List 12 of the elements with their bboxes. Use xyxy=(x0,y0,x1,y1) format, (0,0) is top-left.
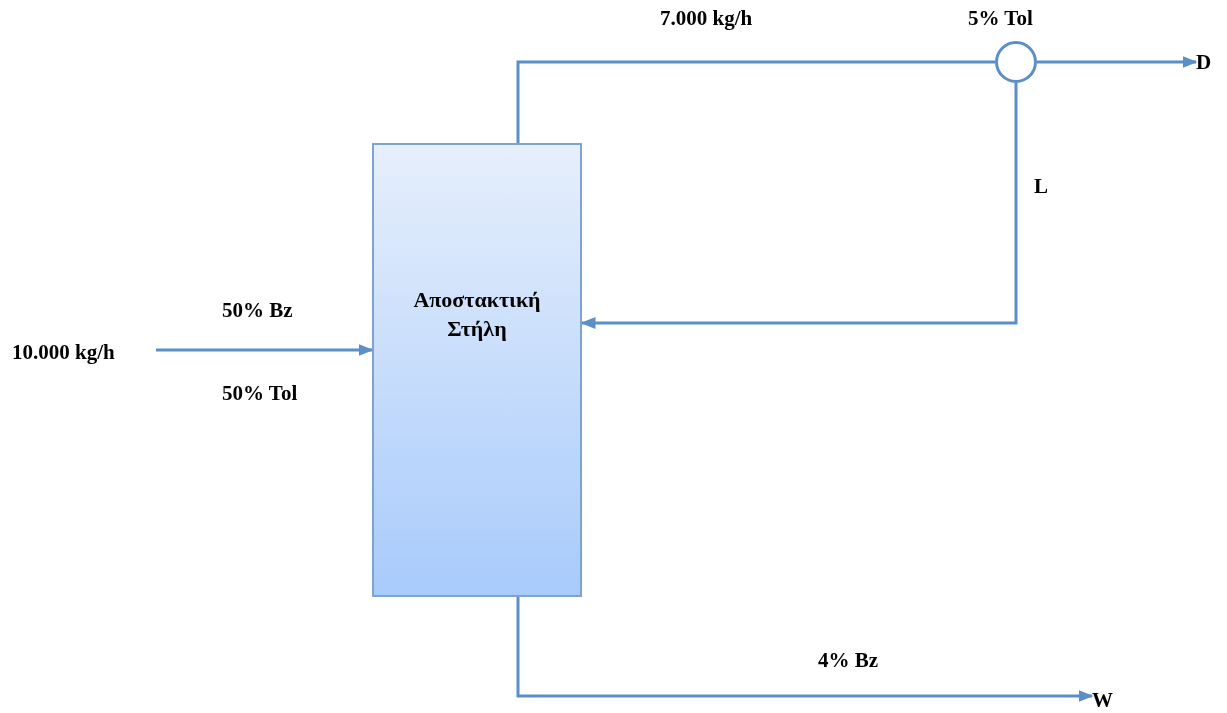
stream-label: D xyxy=(1196,50,1222,78)
flow-arrow xyxy=(156,344,374,356)
column-label: Αποστακτική Στήλη xyxy=(412,286,542,343)
splitter-circle xyxy=(995,41,1037,83)
composition-label: 50% Bz xyxy=(222,298,293,323)
stream-label: W xyxy=(1092,688,1122,713)
stream-label: 10.000 kg/h xyxy=(12,340,156,368)
flow-arrow xyxy=(1037,56,1198,68)
composition-label: 5% Tol xyxy=(968,6,1033,31)
flow-arrow xyxy=(516,597,1094,702)
distillation-column xyxy=(372,143,582,597)
composition-label: 50% Tol xyxy=(222,381,298,406)
